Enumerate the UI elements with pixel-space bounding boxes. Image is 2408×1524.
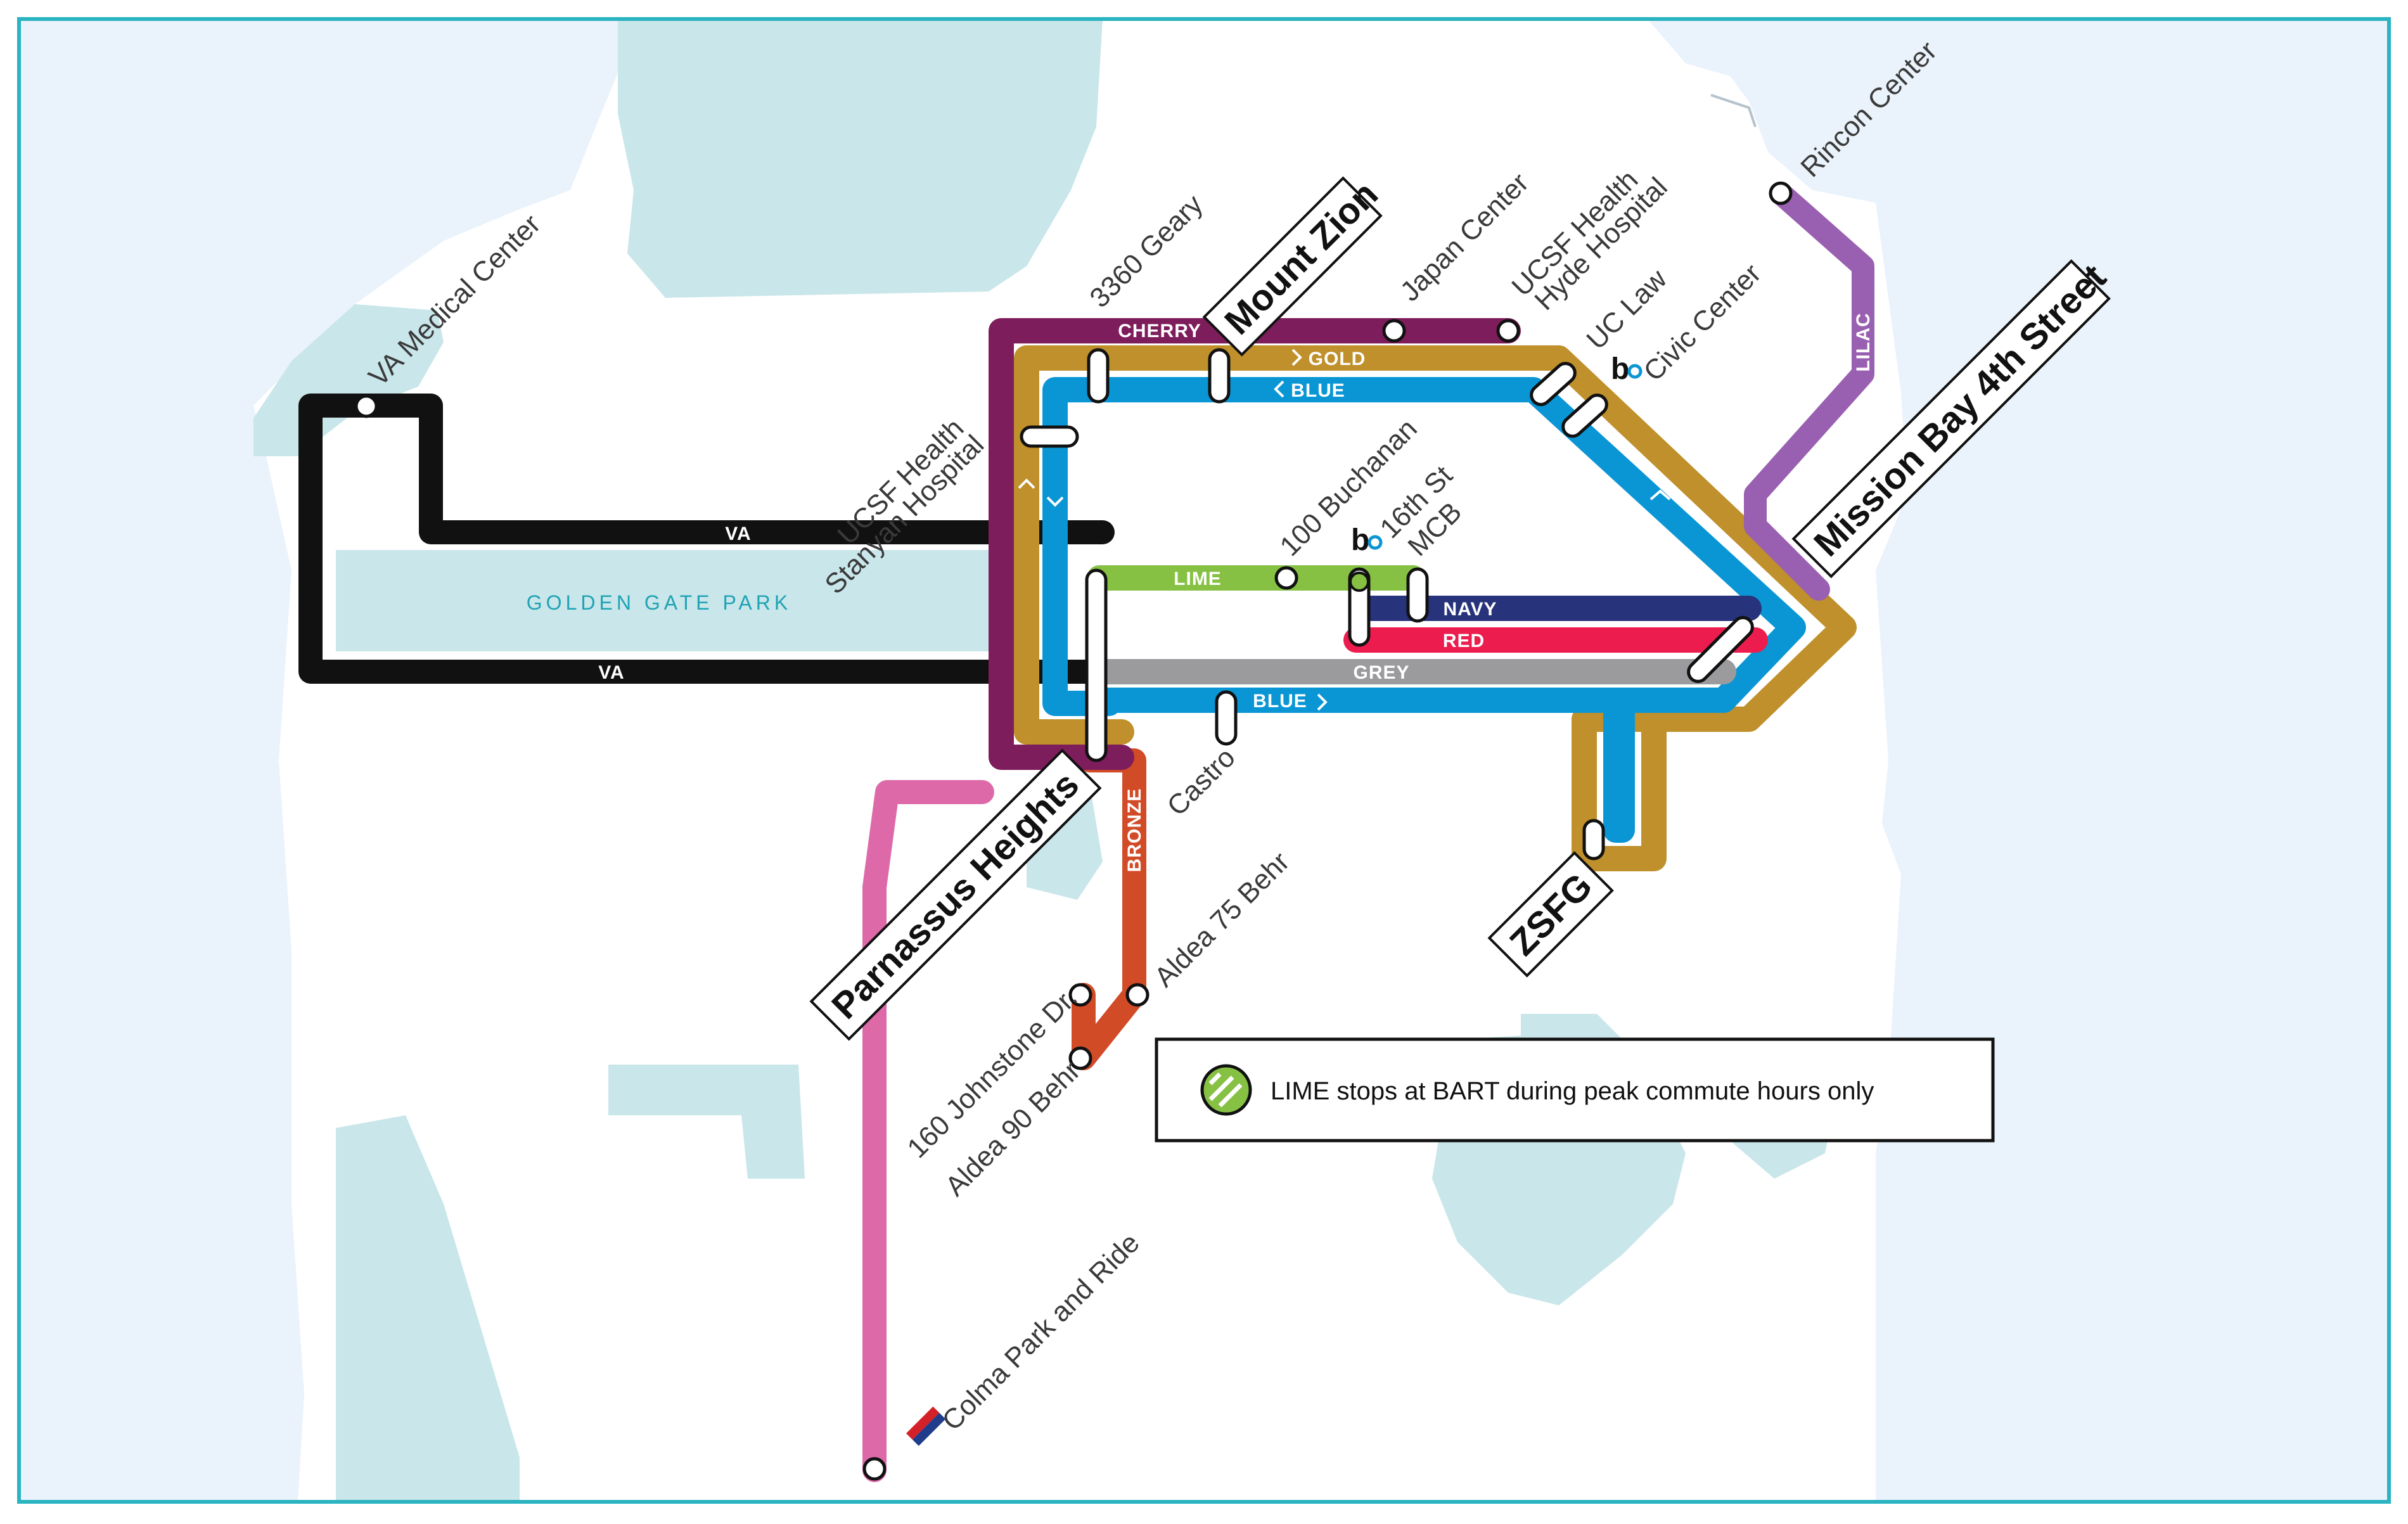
lake-merced-area [336, 1115, 520, 1502]
samtrans-logo-red [906, 1406, 940, 1440]
stop-uc-law[interactable] [1527, 359, 1579, 408]
hatch-line [1208, 1075, 1234, 1101]
samtrans-logo-icon [906, 1406, 946, 1446]
hub-zsfg[interactable]: ZSFG [1487, 851, 1614, 978]
pink-line [862, 780, 994, 1482]
golden-gate-park [336, 550, 1008, 651]
samtrans-logo-blue [912, 1412, 946, 1446]
stop-va-medical[interactable] [354, 394, 378, 418]
hub-zsfg-box [1487, 851, 1614, 978]
navy-label: NAVY [1443, 599, 1497, 620]
stop-civic-center[interactable] [1559, 391, 1610, 440]
chevron-up-icon [1018, 478, 1035, 489]
bronze-label: BRONZE [1124, 788, 1145, 873]
hub-mount-zion-box [1202, 176, 1383, 357]
va-top-label: VA [725, 523, 751, 544]
stop-mount-zion[interactable] [1208, 348, 1231, 404]
hatch-lines [1208, 1072, 1243, 1108]
hatch-line [1208, 1072, 1222, 1085]
stop-parnassus[interactable] [1085, 568, 1108, 762]
stop-zsfg[interactable] [1582, 819, 1605, 861]
blue-top-label: BLUE [1291, 380, 1345, 401]
legend: LIME stops at BART during peak commute h… [1155, 1037, 1995, 1143]
chevron-left-icon [1274, 380, 1284, 398]
blue-line [1042, 377, 1806, 843]
gold-top-label: GOLD [1309, 349, 1366, 369]
gold-line [1014, 345, 1857, 871]
lilac-line [1744, 182, 1874, 601]
lilac-label: LILAC [1853, 312, 1874, 371]
blue-bottom-label: BLUE [1253, 691, 1307, 712]
bart-logo-glyph: b [1611, 352, 1629, 386]
lime-label: LIME [1174, 568, 1222, 589]
va-bottom-label: VA [598, 662, 624, 683]
stop-johnstone[interactable] [1068, 983, 1092, 1007]
stop-castro[interactable] [1215, 690, 1238, 746]
bart-logo-glyph: b [1351, 523, 1369, 557]
bart-logo-dot [1627, 364, 1643, 379]
red-label: RED [1443, 631, 1485, 651]
stop-mission-bay[interactable] [1684, 613, 1756, 685]
lime-hatched-legend-icon [1200, 1064, 1252, 1116]
stop-stanyan[interactable] [1020, 425, 1079, 448]
stop-aldea-90[interactable] [1068, 1046, 1092, 1070]
gold-bottom-label: GOLD [1283, 722, 1341, 743]
south-bay-shore [1914, 1242, 2091, 1419]
legend-text: LIME stops at BART during peak commute h… [1271, 1077, 1874, 1105]
chevron-up-icon [1649, 489, 1671, 501]
golden-gate-park-label: GOLDEN GATE PARK [527, 591, 791, 614]
hatch-line [1218, 1083, 1243, 1108]
lime-hatched-marker [1349, 572, 1369, 592]
grey-label: GREY [1353, 662, 1409, 683]
chevron-down-icon [1046, 496, 1064, 507]
stop-colma[interactable] [862, 1457, 887, 1481]
bart-logo-dot [1367, 535, 1383, 550]
stop-rincon-center[interactable] [1769, 181, 1793, 205]
stop-hyde-hospital[interactable] [1496, 319, 1520, 343]
stop-100-buchanan[interactable] [1274, 566, 1298, 590]
map-frame [17, 17, 2391, 1504]
bart-logo-icon: b [1610, 352, 1643, 386]
direction-chevrons [1018, 349, 1671, 741]
hub-mission-bay-box [1791, 259, 2111, 579]
chevron-right-icon [1291, 349, 1302, 366]
stop-mcb[interactable] [1406, 567, 1429, 623]
chevron-left-icon [1264, 724, 1275, 741]
stop-3360-geary[interactable] [1087, 348, 1110, 404]
legend-box [1155, 1037, 1995, 1143]
stop-aldea-75[interactable] [1125, 983, 1150, 1007]
pier-outline [1710, 94, 1757, 127]
stop-16th-st[interactable] [1348, 567, 1371, 647]
stop-japan-center[interactable] [1382, 319, 1406, 343]
hub-parnassus-box [809, 748, 1102, 1041]
chevron-right-icon [1317, 693, 1328, 711]
bart-logo-icon: b [1350, 523, 1383, 557]
stops [354, 181, 1793, 1481]
presidio-water [618, 19, 1103, 298]
golf-course [608, 1065, 805, 1179]
cherry-label: CHERRY [1118, 321, 1201, 342]
